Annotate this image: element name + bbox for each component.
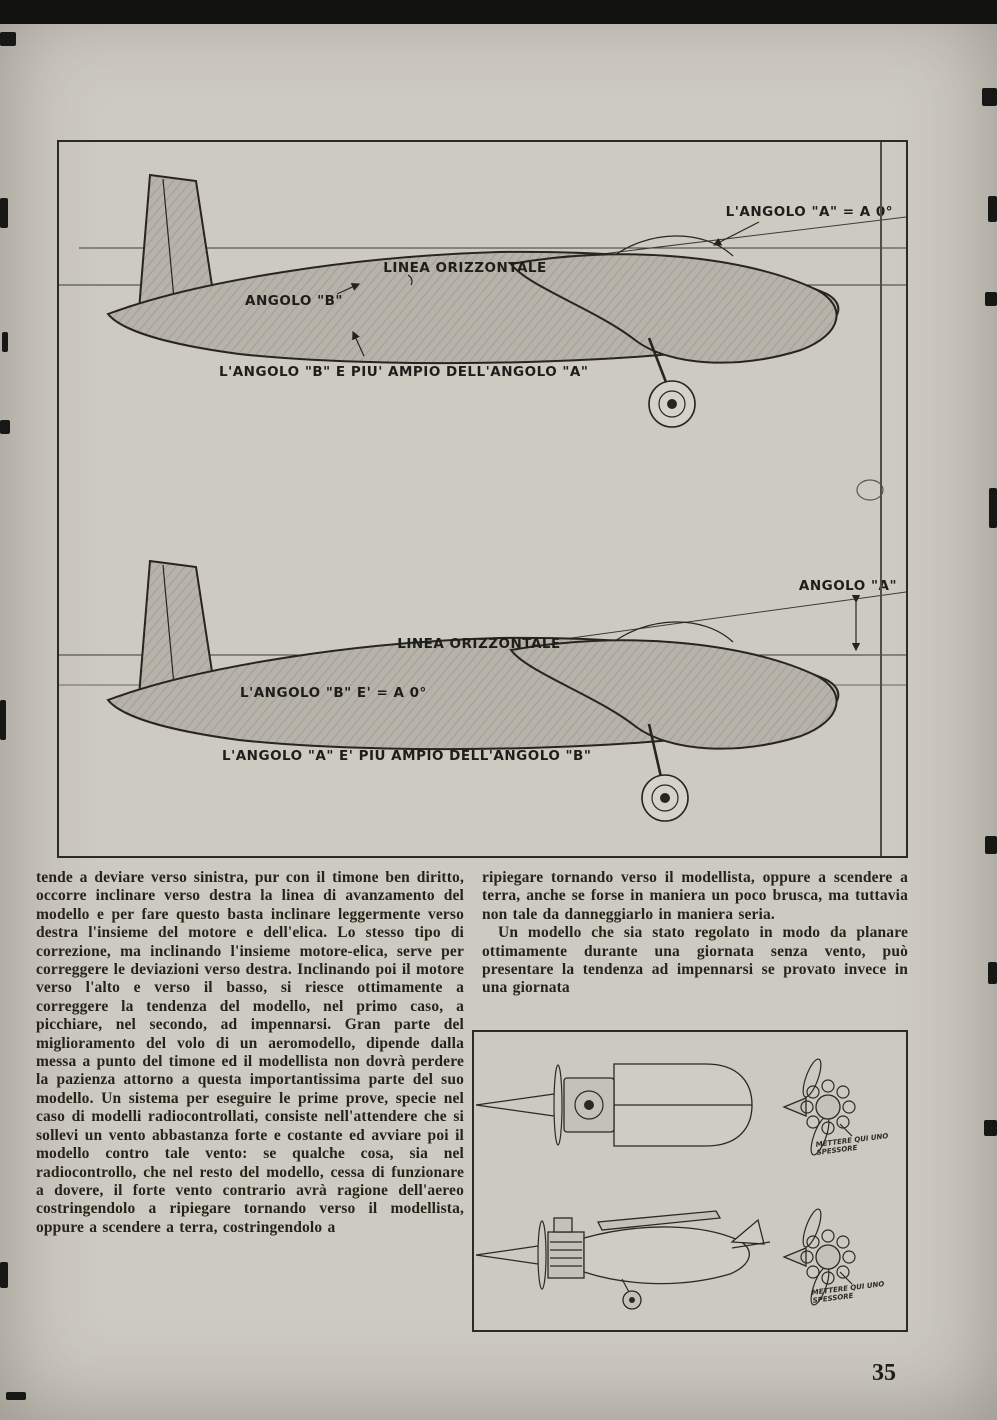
prop-shaft — [584, 1100, 594, 1110]
spinner — [782, 1247, 807, 1267]
wing — [596, 1210, 722, 1231]
diagram-top-caption: L'ANGOLO "B" E PIU' AMPIO DELL'ANGOLO "A… — [219, 364, 588, 380]
article-left-column: tende a deviare verso sinistra, pur con … — [36, 869, 464, 1237]
wing — [509, 253, 838, 364]
landing-wheel — [648, 380, 696, 428]
diagram-frame: L'ANGOLO "A" = A 0° LINEA ORIZZONTALE AN… — [57, 140, 908, 858]
engine-mounting-drawing — [475, 1058, 856, 1310]
angle-a-arrow — [712, 221, 760, 246]
scan-edge-top — [0, 0, 997, 24]
fin-detail-line — [162, 564, 176, 697]
scan-artifact — [0, 700, 6, 740]
wing — [509, 639, 838, 750]
spinner — [782, 1097, 807, 1117]
scan-artifact — [985, 836, 997, 854]
scan-artifact — [984, 1120, 997, 1136]
scan-artifact — [0, 1262, 8, 1288]
angle-b-arrow — [336, 283, 361, 295]
canopy — [610, 235, 734, 259]
angle-b-zero-label: L'ANGOLO "B" E' = A 0° — [240, 685, 427, 701]
airplane-side-view — [106, 559, 840, 822]
thrust-line — [475, 1245, 539, 1265]
crankcase — [815, 1244, 841, 1270]
diagram-bottom-caption: L'ANGOLO "A" E' PIÙ AMPIO DELL'ANGOLO "B… — [222, 746, 591, 764]
angle-a-label: ANGOLO "A" — [799, 578, 897, 594]
caption-pointer — [839, 1271, 853, 1285]
inset-illustration: METTERE QUI UNO SPESSORE METTERE QUI UNO… — [472, 1030, 908, 1332]
pencil-scribble — [856, 479, 884, 501]
angle-b-arc — [407, 274, 413, 286]
article-paragraph: tende a deviare verso sinistra, pur con … — [36, 869, 464, 1236]
stabilizer-line — [731, 1241, 771, 1249]
scan-artifact — [988, 962, 997, 984]
prop-blade — [802, 1058, 822, 1098]
angle-b-label: ANGOLO "B" — [245, 293, 343, 309]
tail-fin — [730, 1218, 765, 1245]
scan-artifact — [2, 332, 8, 352]
article-right-column: ripiegare tornando verso il modellista, … — [482, 869, 908, 998]
propeller — [537, 1220, 547, 1290]
article-paragraph: Un modello che sia stato regolato in mod… — [482, 924, 908, 997]
prop-blade — [802, 1208, 822, 1248]
crankcase — [815, 1094, 841, 1120]
radial-engine-top — [782, 1058, 856, 1156]
horizontal-line-label: LINEA ORIZZONTALE — [383, 260, 546, 276]
diagram-top-airplane: L'ANGOLO "A" = A 0° LINEA ORIZZONTALE AN… — [59, 173, 906, 501]
page-number: 35 — [872, 1360, 896, 1386]
scan-artifact — [982, 88, 997, 106]
radial-engine-bottom — [782, 1208, 856, 1306]
scan-artifact — [989, 488, 997, 528]
cooling-fins — [550, 1241, 582, 1267]
article-paragraph: ripiegare tornando verso il modellista, … — [482, 869, 908, 923]
plan-view-model — [475, 1063, 753, 1147]
scan-artifact — [988, 196, 997, 222]
engine-block — [547, 1231, 585, 1279]
airplane-side-view — [106, 173, 840, 428]
caption-pointer — [839, 1123, 853, 1137]
side-view-model — [475, 1210, 771, 1310]
propeller — [553, 1064, 563, 1146]
canopy — [610, 621, 734, 645]
landing-wheel — [641, 774, 689, 822]
scan-artifact — [0, 32, 16, 46]
frame-margin-line — [880, 142, 882, 856]
horizontal-line-label: LINEA ORIZZONTALE — [397, 636, 560, 652]
scan-artifact — [0, 198, 8, 228]
caption-arrow — [352, 330, 365, 357]
fin-detail-line — [162, 178, 176, 311]
thrust-line — [475, 1093, 555, 1117]
scan-artifact — [6, 1392, 26, 1400]
fuselage-side — [583, 1226, 750, 1285]
diagram-bottom-airplane: ANGOLO "A" LINEA ORIZZONTALE L'ANGOLO "B… — [59, 559, 906, 822]
scan-artifact — [985, 292, 997, 306]
wheel-hub — [629, 1297, 635, 1303]
scan-artifact — [0, 420, 10, 434]
cylinder-head — [553, 1217, 573, 1233]
crankcase — [574, 1090, 604, 1120]
angle-a-zero-label: L'ANGOLO "A" = A 0° — [726, 204, 893, 220]
